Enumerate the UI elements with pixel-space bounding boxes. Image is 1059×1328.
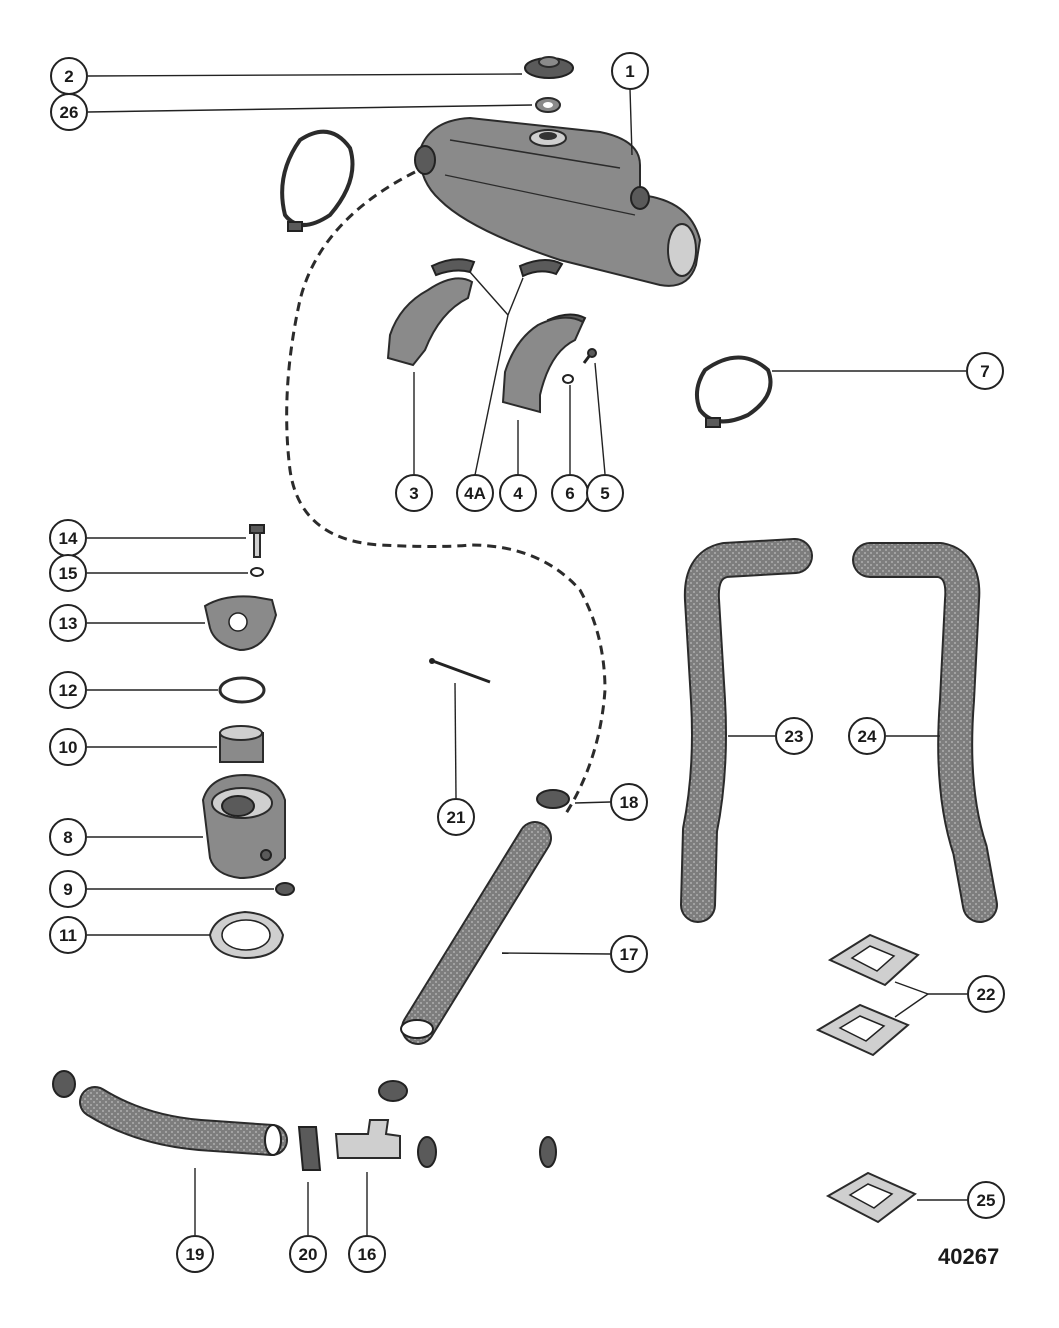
callout-4a: 4A xyxy=(456,474,494,512)
manifold-body-part xyxy=(414,116,702,287)
callout-19: 19 xyxy=(176,1235,214,1273)
svg-text:19: 19 xyxy=(186,1245,205,1264)
gasket-13-part xyxy=(203,595,278,652)
hose-19-part xyxy=(79,1086,288,1156)
svg-text:23: 23 xyxy=(785,727,804,746)
hose-17-part xyxy=(400,821,552,1045)
leader-lines xyxy=(87,73,967,1235)
svg-text:16: 16 xyxy=(358,1245,377,1264)
svg-text:12: 12 xyxy=(59,681,78,700)
callouts: 1 2 26 3 4A 4 6 5 7 14 15 13 12 10 8 9 1… xyxy=(49,52,1005,1273)
callout-8: 8 xyxy=(49,818,87,856)
svg-text:15: 15 xyxy=(59,564,78,583)
callout-15: 15 xyxy=(49,554,87,592)
gasket-11-part xyxy=(208,910,285,960)
svg-text:1: 1 xyxy=(625,62,634,81)
sleeve-10-part xyxy=(219,725,264,763)
callout-25: 25 xyxy=(967,1181,1005,1219)
svg-text:21: 21 xyxy=(447,808,466,827)
callout-16: 16 xyxy=(348,1235,386,1273)
callout-14: 14 xyxy=(49,519,87,557)
svg-text:7: 7 xyxy=(980,362,989,381)
callout-20: 20 xyxy=(289,1235,327,1273)
callout-26: 26 xyxy=(50,93,88,131)
callout-4: 4 xyxy=(499,474,537,512)
clamp-tee-right-part xyxy=(417,1136,437,1168)
svg-text:26: 26 xyxy=(60,103,79,122)
hose-24-part xyxy=(852,542,998,923)
callout-21: 21 xyxy=(437,798,475,836)
svg-text:20: 20 xyxy=(299,1245,318,1264)
svg-text:3: 3 xyxy=(409,484,418,503)
screw-21-part xyxy=(429,658,491,684)
callout-22: 22 xyxy=(967,975,1005,1013)
svg-text:24: 24 xyxy=(858,727,877,746)
callout-11: 11 xyxy=(49,916,87,954)
gasket-25-part xyxy=(825,1171,917,1224)
clamp-far-right-part xyxy=(539,1136,557,1168)
washer-6-part xyxy=(562,374,574,384)
gasket-22a-part xyxy=(827,933,920,987)
cap-gasket-part xyxy=(535,97,561,113)
callout-6: 6 xyxy=(551,474,589,512)
gasket-22b-part xyxy=(815,1003,910,1057)
plug-9-part xyxy=(275,882,295,896)
svg-text:10: 10 xyxy=(59,738,78,757)
elbow-3-part xyxy=(386,277,474,367)
callout-7: 7 xyxy=(966,352,1004,390)
callout-13: 13 xyxy=(49,604,87,642)
screw-5-part xyxy=(582,348,597,364)
svg-text:4: 4 xyxy=(513,484,523,503)
upper-hose-clamp-part xyxy=(280,129,355,232)
pressure-cap-part xyxy=(524,56,574,79)
fitting-20-part xyxy=(297,1126,322,1171)
callout-24: 24 xyxy=(848,717,886,755)
callout-5: 5 xyxy=(586,474,624,512)
callout-10: 10 xyxy=(49,728,87,766)
clamp-bottom-left-part xyxy=(52,1070,76,1098)
svg-text:25: 25 xyxy=(977,1191,996,1210)
clamp-tee-top-part xyxy=(378,1080,408,1102)
callout-12: 12 xyxy=(49,671,87,709)
hose-23-part xyxy=(680,538,813,923)
housing-8-part xyxy=(201,773,286,880)
svg-text:17: 17 xyxy=(620,945,639,964)
svg-text:11: 11 xyxy=(59,926,77,945)
svg-text:9: 9 xyxy=(63,880,72,899)
o-ring-12-part xyxy=(218,676,266,704)
callout-17: 17 xyxy=(610,935,648,973)
tee-16-part xyxy=(334,1119,401,1159)
elbow-4-part xyxy=(501,316,585,414)
hose-clamp-7-part xyxy=(694,355,773,428)
svg-text:5: 5 xyxy=(600,484,609,503)
svg-text:8: 8 xyxy=(63,828,72,847)
clamp-18-part xyxy=(536,789,570,809)
callout-1: 1 xyxy=(611,52,649,90)
svg-text:13: 13 xyxy=(59,614,78,633)
callout-23: 23 xyxy=(775,717,813,755)
callout-2: 2 xyxy=(50,57,88,95)
callout-9: 9 xyxy=(49,870,87,908)
washer-15-part xyxy=(250,567,264,577)
svg-text:18: 18 xyxy=(620,793,639,812)
svg-text:22: 22 xyxy=(977,985,996,1004)
svg-text:14: 14 xyxy=(59,529,78,548)
svg-text:4A: 4A xyxy=(464,484,486,503)
svg-text:2: 2 xyxy=(64,67,73,86)
callout-18: 18 xyxy=(610,783,648,821)
callout-3: 3 xyxy=(395,474,433,512)
svg-text:6: 6 xyxy=(565,484,574,503)
bolt-14-part xyxy=(249,524,265,558)
figure-number: 40267 xyxy=(938,1244,1000,1269)
